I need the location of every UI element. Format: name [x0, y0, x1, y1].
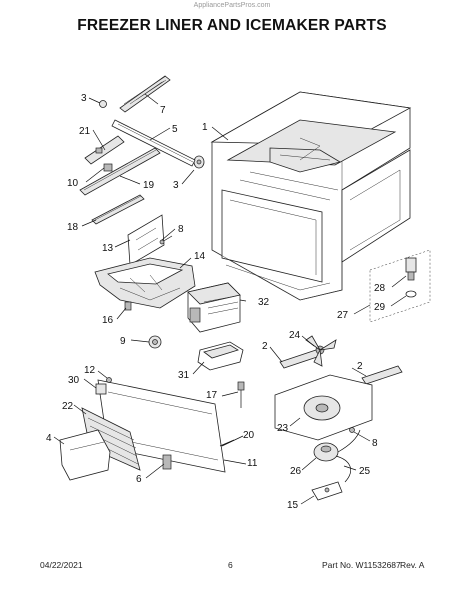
part-4-duct: [59, 429, 111, 481]
callout-31: 31: [178, 370, 190, 381]
part-29-washer: [405, 290, 417, 298]
part-18-rail: [91, 194, 145, 225]
part-2-strip-left: [279, 349, 321, 369]
footer-part-number: Part No. W11532687: [322, 560, 401, 570]
callout-2-right: 2: [357, 361, 363, 372]
callout-8-upper: 8: [178, 224, 184, 235]
callout-23: 23: [277, 423, 289, 434]
part-8-screw-lower: [349, 427, 355, 433]
page-title: FREEZER LINER AND ICEMAKER PARTS: [77, 17, 387, 34]
callout-30: 30: [68, 375, 80, 386]
watermark-text: AppliancePartsPros.com: [193, 2, 271, 9]
callout-6: 6: [136, 474, 142, 485]
part-3-screw-top: [99, 100, 107, 108]
part-2-strip-right: [361, 365, 403, 385]
freezer-liner-part: [210, 91, 412, 301]
part-14-icemaker-housing: [94, 257, 196, 309]
part-6-clip: [162, 454, 172, 470]
part-21-bracket: [84, 135, 125, 165]
callout-25: 25: [359, 466, 371, 477]
part-20-strip: [219, 439, 235, 447]
callout-24: 24: [289, 330, 301, 341]
part-26-fan-motor: [313, 442, 339, 462]
callout-12: 12: [84, 365, 96, 376]
callout-22: 22: [62, 401, 74, 412]
part-23-fan-shroud: [274, 374, 373, 441]
callout-16: 16: [102, 315, 114, 326]
callout-15: 15: [287, 500, 299, 511]
part-28-fitting: [405, 257, 417, 281]
part-19-rail: [79, 147, 161, 196]
part-15-motor-bracket: [311, 481, 343, 501]
part-12-fastener: [106, 377, 112, 383]
callout-29: 29: [374, 302, 386, 313]
callout-4: 4: [46, 433, 52, 444]
callout-18: 18: [67, 222, 79, 233]
callout-27: 27: [337, 310, 349, 321]
callout-19: 19: [143, 180, 155, 191]
footer-revision: Rev. A: [400, 560, 425, 570]
callout-9: 9: [120, 336, 126, 347]
part-13-bracket: [127, 214, 165, 266]
callout-21: 21: [79, 126, 91, 137]
part-16-clip: [124, 301, 132, 311]
callout-11: 11: [247, 458, 258, 469]
callout-5: 5: [172, 124, 178, 135]
part-8-screw-upper: [159, 235, 173, 245]
part-5-rail: [111, 119, 196, 167]
footer-date: 04/22/2021: [40, 560, 83, 570]
footer-page-number: 6: [228, 560, 233, 570]
part-17-sensor: [237, 381, 245, 408]
part-30-bracket: [95, 383, 107, 395]
callout-3-right: 3: [173, 180, 179, 191]
callout-32: 32: [258, 297, 270, 308]
callout-14: 14: [194, 251, 206, 262]
callout-7: 7: [160, 105, 166, 116]
callout-13: 13: [102, 243, 114, 254]
callout-8-lower: 8: [372, 438, 378, 449]
part-10-clip: [103, 163, 113, 172]
callout-2-left: 2: [262, 341, 268, 352]
leader-lines: [53, 93, 407, 505]
part-32-icemaker: [187, 282, 241, 333]
part-31-ice-bin: [197, 341, 244, 371]
part-9-motor: [148, 335, 162, 349]
callout-20: 20: [243, 430, 255, 441]
callout-3-top: 3: [81, 93, 87, 104]
part-25-wire-harness: [335, 429, 361, 483]
callout-17: 17: [206, 390, 218, 401]
callout-10: 10: [67, 178, 79, 189]
part-24-fan-blade: [305, 335, 337, 367]
callout-26: 26: [290, 466, 302, 477]
callout-28: 28: [374, 283, 386, 294]
callout-1: 1: [202, 122, 208, 133]
part-3-screw-right: [193, 155, 205, 169]
